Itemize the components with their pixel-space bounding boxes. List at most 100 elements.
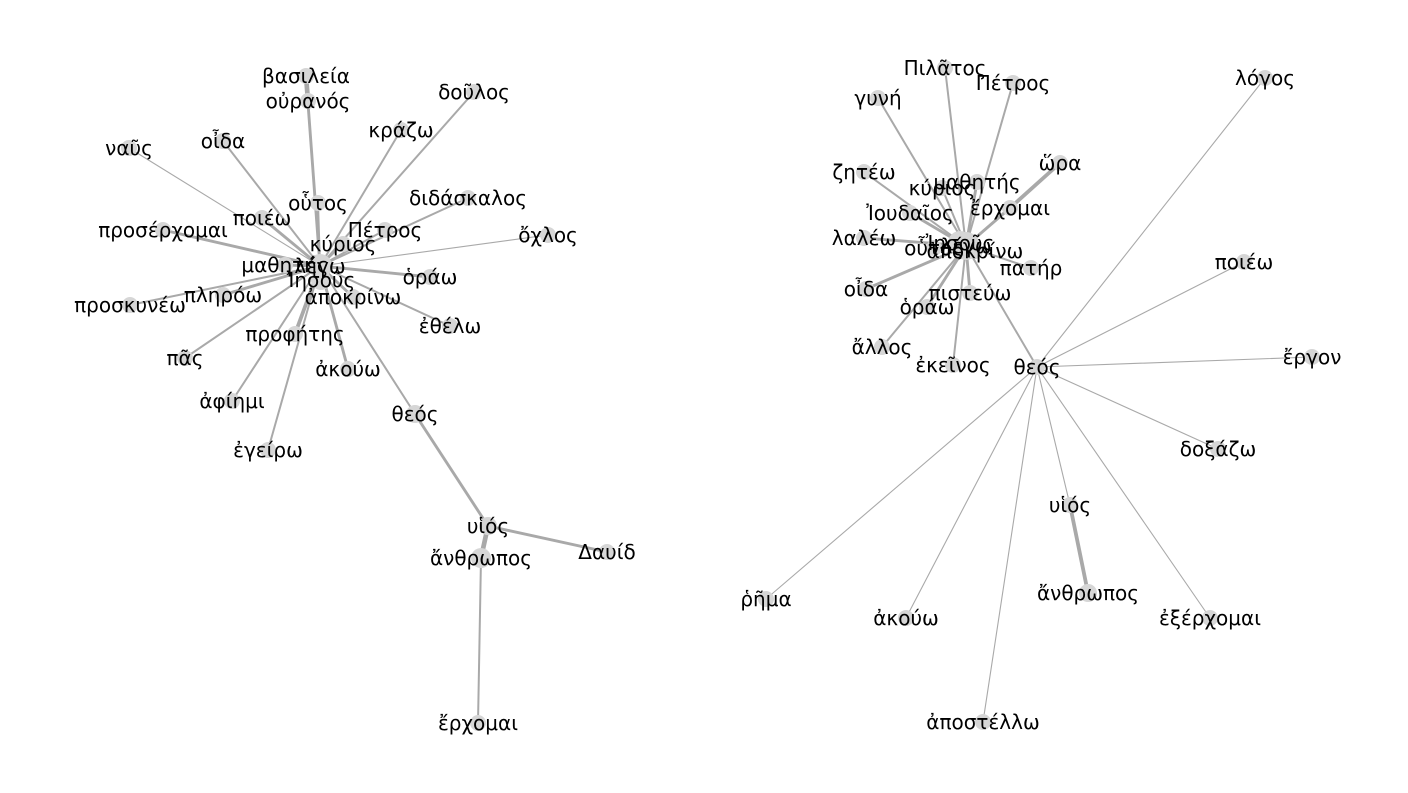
node-label-right-ergon: ἔργον	[1283, 345, 1342, 369]
node-right-poieo	[1236, 254, 1252, 270]
node-right-horao	[919, 299, 935, 315]
node-right-anthropos	[1079, 584, 1097, 602]
node-left-naos	[121, 140, 137, 156]
nodes-left	[121, 68, 615, 731]
node-right-erchomai	[1002, 200, 1018, 216]
node-left-ochlos	[540, 227, 556, 243]
node-label-left-huios: υἱός	[467, 514, 509, 538]
edge-left-lego-didaskalos	[319, 197, 469, 267]
node-label-right-hora: ὥρα	[1039, 151, 1082, 175]
node-left-petros	[377, 222, 393, 238]
node-label-left-petros: Πέτρος	[348, 218, 423, 242]
edge-left-lego-proskyneo	[129, 265, 321, 306]
node-left-ouranos	[300, 93, 316, 109]
edge-right-theos-akouo	[905, 366, 1038, 619]
node-label-right-theos: θεός	[1013, 355, 1060, 379]
edge-left-theos-huios	[413, 412, 490, 528]
node-label-right-kyrios: κύριος	[909, 176, 976, 200]
node-right-hora	[1052, 155, 1068, 171]
node-label-right-apokrino: ἀποκρίνω	[927, 239, 1024, 263]
node-label-left-poieo: ποιέω	[233, 206, 292, 230]
edge-left-lego-horao	[318, 264, 432, 279]
node-left-anthropos	[471, 548, 491, 568]
edge-right-lego-pilatos	[944, 67, 967, 247]
node-label-left-ouranos: οὐρανός	[266, 89, 351, 113]
edge-right-lego-ekeinos	[952, 245, 967, 366]
node-label-right-horao: ὁράω	[900, 295, 955, 319]
edge-left-lego-ochlos	[319, 234, 549, 267]
node-label-left-krazo: κράζω	[368, 118, 433, 142]
node-left-aphiemi	[224, 393, 240, 409]
edge-left-lego-naos	[128, 147, 321, 267]
node-right-pilatos	[937, 60, 953, 76]
node-label-left-theos: θεός	[391, 402, 438, 426]
node-label-right-pisteuo: πιστεύω	[929, 281, 1012, 305]
node-right-theos	[1029, 359, 1045, 375]
edge-left-lego-krazo	[319, 129, 402, 267]
edge-right-theos-exerchomai	[1036, 366, 1211, 619]
node-right-petros	[1005, 75, 1021, 91]
node-right-gyne	[870, 90, 886, 106]
node-right-doxazo	[1210, 441, 1226, 457]
node-label-right-doxazo: δοξάζω	[1180, 437, 1256, 461]
edge-right-lego-gyne	[877, 97, 967, 247]
node-label-left-anthropos: ἄνθρωπος	[430, 546, 532, 570]
node-label-left-houtos: οὗτος	[288, 191, 348, 215]
node-label-right-laleo: λαλέω	[832, 226, 896, 250]
node-label-left-oida: οἶδα	[201, 129, 245, 153]
node-label-right-iesous: Ἰησοῦς	[926, 231, 995, 255]
node-left-thelo	[442, 318, 458, 334]
node-label-left-egeiro: ἐγείρω	[233, 438, 303, 462]
node-label-right-gyne: γυνή	[854, 86, 901, 110]
node-label-right-logos: λόγος	[1235, 66, 1295, 90]
node-label-right-pilatos: Πιλᾶτος	[904, 56, 987, 80]
node-right-pater	[1023, 260, 1039, 276]
node-left-egeiro	[260, 442, 276, 458]
node-label-right-pater: πατήρ	[1000, 256, 1063, 280]
node-right-logos	[1257, 70, 1273, 86]
node-left-akouo	[340, 361, 356, 377]
node-label-left-proskyneo: προσκυνέω	[74, 293, 186, 317]
node-right-mathetes	[969, 174, 985, 190]
edge-right-lego-oida	[864, 244, 968, 291]
node-label-left-horao: ὁράω	[403, 265, 458, 289]
node-left-david	[599, 544, 615, 560]
node-label-right-oida: οἶδα	[844, 277, 888, 301]
node-label-left-thelo: ἐθέλω	[419, 314, 481, 338]
edge-right-theos-logos	[1036, 77, 1266, 368]
edges-right	[765, 67, 1313, 723]
node-left-proskyneo	[122, 297, 138, 313]
edge-left-lego-thelo	[319, 265, 451, 327]
node-left-krazo	[393, 122, 409, 138]
node-left-poieo	[254, 210, 270, 226]
node-left-houtos	[310, 195, 326, 211]
edge-left-lego-pas	[184, 265, 321, 359]
node-label-left-naos: ναῦς	[105, 136, 153, 160]
node-left-erchomai	[470, 715, 486, 731]
node-label-left-basileia: βασιλεία	[262, 64, 350, 88]
edge-right-erchomai-hora	[1008, 161, 1062, 210]
node-right-exerchomai	[1202, 610, 1218, 626]
node-label-left-lego: λέγω	[294, 254, 345, 278]
edge-right-theos-huios	[1036, 366, 1071, 506]
node-label-left-erchomai: ἔρχομαι	[438, 711, 518, 735]
node-label-right-allos: ἄλλος	[852, 335, 913, 359]
node-right-apostello	[975, 714, 991, 730]
node-label-left-aphiemi: ἀφίημι	[199, 389, 265, 413]
node-left-doulos	[466, 84, 482, 100]
node-left-proserchomai	[155, 222, 171, 238]
node-left-basileia	[298, 68, 314, 84]
node-right-houtos	[926, 240, 942, 256]
node-left-prophetes	[287, 326, 303, 342]
node-right-allos	[874, 339, 890, 355]
node-left-kyrios	[335, 236, 351, 252]
nodes-right	[758, 60, 1320, 730]
node-label-right-ioudaios: Ἰουδαῖος	[866, 201, 954, 225]
node-left-apokrino	[345, 289, 361, 305]
node-label-left-apokrino: ἀποκρίνω	[305, 285, 402, 309]
node-left-didaskalos	[460, 190, 476, 206]
node-label-right-lego: λέγω	[940, 234, 991, 258]
